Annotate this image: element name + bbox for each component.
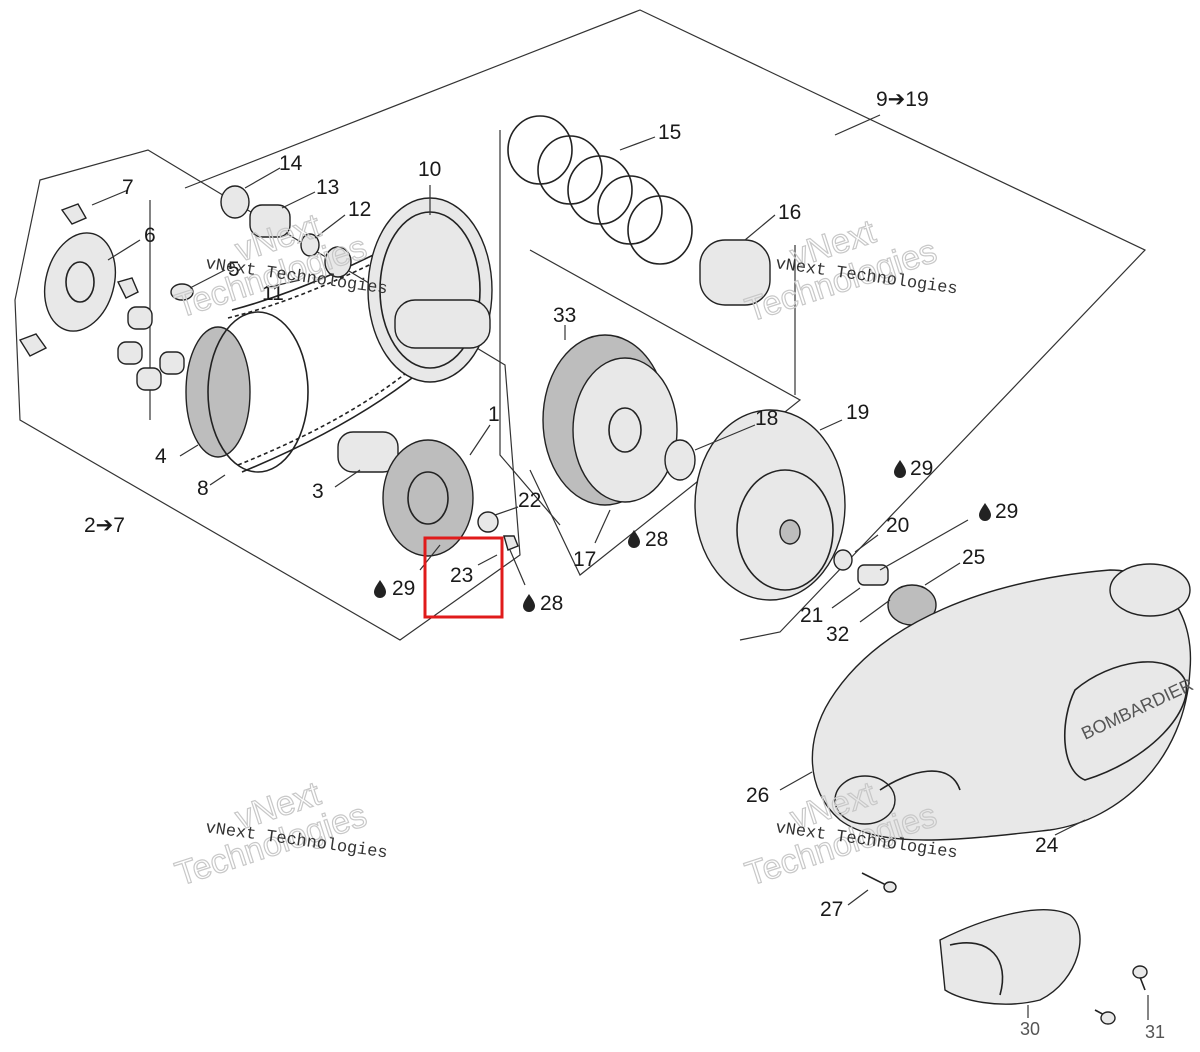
- callout-10: 10: [418, 158, 441, 181]
- screw: [1132, 965, 1148, 979]
- callout-31: 31: [1145, 1022, 1165, 1042]
- callout-17: 17: [573, 548, 596, 571]
- callout-29-right: 29: [995, 500, 1018, 523]
- nut: [503, 535, 519, 551]
- callout-12: 12: [348, 198, 371, 221]
- callout-19: 19: [846, 401, 869, 424]
- callout-29-upper: 29: [910, 457, 933, 480]
- callout-30: 30: [1020, 1019, 1040, 1039]
- callout-6: 6: [144, 224, 156, 247]
- spring-assembly: [507, 115, 771, 306]
- output-parts: [833, 549, 937, 626]
- callout-7: 7: [122, 176, 134, 199]
- clutch-group: [542, 334, 846, 601]
- callout-5: 5: [228, 258, 240, 281]
- callout-25: 25: [962, 546, 985, 569]
- callout-18: 18: [755, 407, 778, 430]
- callout-29-left: 29: [392, 577, 415, 600]
- spring-cup: [699, 239, 771, 306]
- bearing: [324, 246, 352, 278]
- ramp-plate-hub: [65, 261, 95, 303]
- slider-piece: [18, 333, 48, 357]
- seal-ring: [220, 185, 250, 219]
- roller: [159, 351, 185, 375]
- callout-15: 15: [658, 121, 681, 144]
- fan-drive-face: [382, 439, 474, 557]
- roller: [127, 306, 153, 330]
- callout-33: 33: [553, 304, 576, 327]
- roller: [117, 341, 143, 365]
- callout-24: 24: [1035, 834, 1059, 857]
- callout-16: 16: [778, 201, 801, 224]
- oil-drop-icon: [374, 460, 991, 612]
- roller: [136, 367, 162, 391]
- callout-labels: 7 6 5 4 8 2➔7 3 1 9➔19 10 14 13 12 11 15…: [84, 88, 1165, 1042]
- callout-21: 21: [800, 604, 823, 627]
- callout-20: 20: [886, 514, 909, 537]
- drive-pulley-sheave: [185, 326, 251, 458]
- callout-4: 4: [155, 445, 167, 468]
- clutch-bell: [694, 409, 846, 601]
- callout-11: 11: [262, 282, 284, 305]
- callout-22: 22: [518, 489, 541, 512]
- callout-32: 32: [826, 623, 849, 646]
- belt-guard: [939, 909, 1081, 1005]
- washer: [833, 549, 853, 571]
- callout-8: 8: [197, 477, 209, 500]
- leader-lines: [91, 114, 1149, 1020]
- callout-14: 14: [279, 152, 303, 175]
- callout-3: 3: [312, 480, 324, 503]
- screw: [1100, 1011, 1116, 1025]
- callout-28-lower: 28: [540, 592, 563, 615]
- air-intake-duct: [1109, 563, 1191, 617]
- driven-pulley-group: [220, 185, 493, 383]
- cover-body: [811, 569, 1192, 841]
- roller: [170, 283, 194, 301]
- callout-26: 26: [746, 784, 769, 807]
- callout-1: 1: [488, 403, 500, 426]
- callout-9-to-19: 9➔19: [876, 88, 929, 111]
- callout-2-to-7: 2➔7: [84, 514, 125, 537]
- air-outlet: [834, 775, 896, 825]
- highlight-box-23[interactable]: [423, 536, 504, 619]
- slider-piece: [60, 203, 87, 225]
- washer: [477, 511, 499, 533]
- circlip: [300, 233, 320, 257]
- drive-pulley-group: [18, 203, 309, 473]
- callout-13: 13: [316, 176, 339, 199]
- clutch-nut: [664, 439, 696, 481]
- drive-pulley-face: [207, 311, 309, 473]
- cover-bolt: [861, 872, 897, 893]
- guard-group: [939, 909, 1148, 1025]
- ramp-plate: [44, 232, 116, 332]
- movable-drive-face: [337, 431, 519, 557]
- callout-23: 23: [450, 564, 473, 587]
- slider-piece: [116, 277, 139, 299]
- callout-28-upper: 28: [645, 528, 668, 551]
- callout-27: 27: [820, 898, 843, 921]
- driven-pulley-shaft: [394, 299, 491, 349]
- bushing: [249, 204, 291, 238]
- drive-face-bushing: [337, 431, 399, 473]
